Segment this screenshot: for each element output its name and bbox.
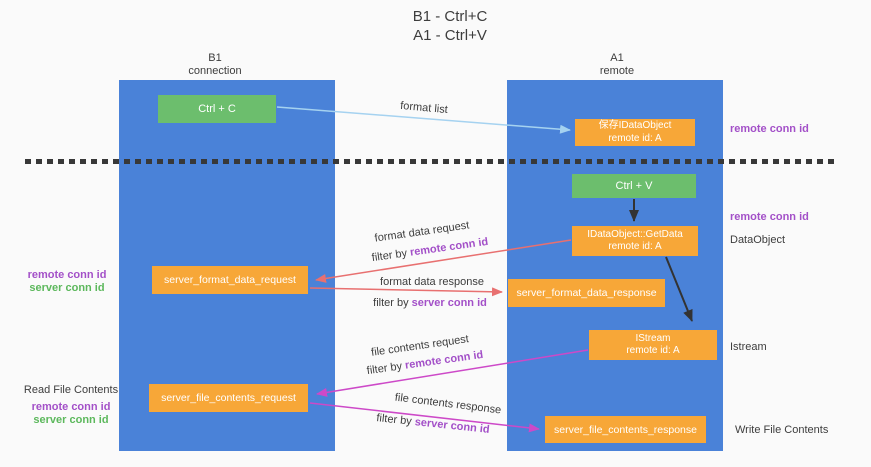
left-server-conn-id-2: server conn id xyxy=(33,414,109,426)
node-save-idataobject: 保存IDataObject remote id: A xyxy=(575,119,695,146)
file-contents-response-label: file contents response xyxy=(394,391,502,417)
node-server-file-contents-response: server_file_contents_response xyxy=(545,416,706,443)
ctrl-c-label: Ctrl + C xyxy=(198,103,236,115)
left-conn-id-block-2: Read File Contents remote conn id server… xyxy=(16,384,126,427)
node-server-file-contents-request: server_file_contents_request xyxy=(149,384,308,412)
title-line-1: B1 - Ctrl+C xyxy=(412,8,488,25)
node-idataobject-getdata: IDataObject::GetData remote id: A xyxy=(572,226,698,256)
format-data-response-label: format data response xyxy=(380,276,484,288)
node-server-format-data-response: server_format_data_response xyxy=(508,279,665,307)
a1-subtitle: remote xyxy=(599,65,635,77)
getdata-line1: IDataObject::GetData xyxy=(587,228,683,240)
lifeline-header-b1: B1 connection xyxy=(155,52,275,78)
server-format-data-request-label: server_format_data_request xyxy=(164,274,296,286)
b1-subtitle: connection xyxy=(188,65,242,77)
server-format-data-response-label: server_format_data_response xyxy=(516,287,657,299)
left-conn-id-block-1: remote conn id server conn id xyxy=(12,269,122,295)
phase-separator-dashed-line xyxy=(25,159,835,164)
getdata-line2: remote id: A xyxy=(608,241,662,252)
ctrl-v-label: Ctrl + V xyxy=(615,180,653,192)
dataobject-label: DataObject xyxy=(730,234,786,246)
file-contents-response-filter-label: filter by server conn id xyxy=(376,412,490,436)
istream-line2: remote id: A xyxy=(626,345,680,356)
filter-prefix: filter by xyxy=(373,297,412,309)
left-remote-conn-id-1: remote conn id xyxy=(27,269,107,281)
remote-conn-id-label-top: remote conn id xyxy=(730,123,809,135)
filter-prefix: filter by xyxy=(371,246,411,265)
left-remote-conn-id-2: remote conn id xyxy=(31,401,111,413)
left-server-conn-id-1: server conn id xyxy=(29,282,105,294)
filter-prefix: filter by xyxy=(375,412,416,429)
node-istream: IStream remote id: A xyxy=(589,330,717,360)
server-file-contents-response-label: server_file_contents_response xyxy=(553,423,697,436)
server-file-contents-request-label: server_file_contents_request xyxy=(161,392,296,404)
b1-title: B1 xyxy=(208,52,222,64)
node-ctrl-c: Ctrl + C xyxy=(158,95,276,123)
filter-conn-id: server conn id xyxy=(411,297,487,309)
write-file-contents-label: Write File Contents xyxy=(735,424,829,436)
filter-prefix: filter by xyxy=(366,359,406,378)
node-ctrl-v: Ctrl + V xyxy=(572,174,696,198)
title-line-2: A1 - Ctrl+V xyxy=(413,27,487,44)
format-list-label: format list xyxy=(399,99,449,117)
node-server-format-data-request: server_format_data_request xyxy=(152,266,308,294)
format-data-response-filter-label: filter by server conn id xyxy=(373,297,487,309)
save-idataobject-line1: 保存IDataObject xyxy=(598,120,672,131)
remote-conn-id-label-mid: remote conn id xyxy=(730,211,809,223)
format-data-response-arrow xyxy=(309,287,503,297)
save-idataobject-line2: remote id: A xyxy=(608,132,662,144)
read-file-contents-label: Read File Contents xyxy=(23,384,119,396)
diagram-title: B1 - Ctrl+C A1 - Ctrl+V xyxy=(330,7,570,45)
filter-conn-id: remote conn id xyxy=(409,235,489,259)
lifeline-header-a1: A1 remote xyxy=(557,52,677,78)
filter-conn-id: server conn id xyxy=(414,416,491,436)
a1-title: A1 xyxy=(610,52,624,64)
istream-line1: IStream xyxy=(635,332,671,344)
istream-side-label: Istream xyxy=(730,341,767,353)
